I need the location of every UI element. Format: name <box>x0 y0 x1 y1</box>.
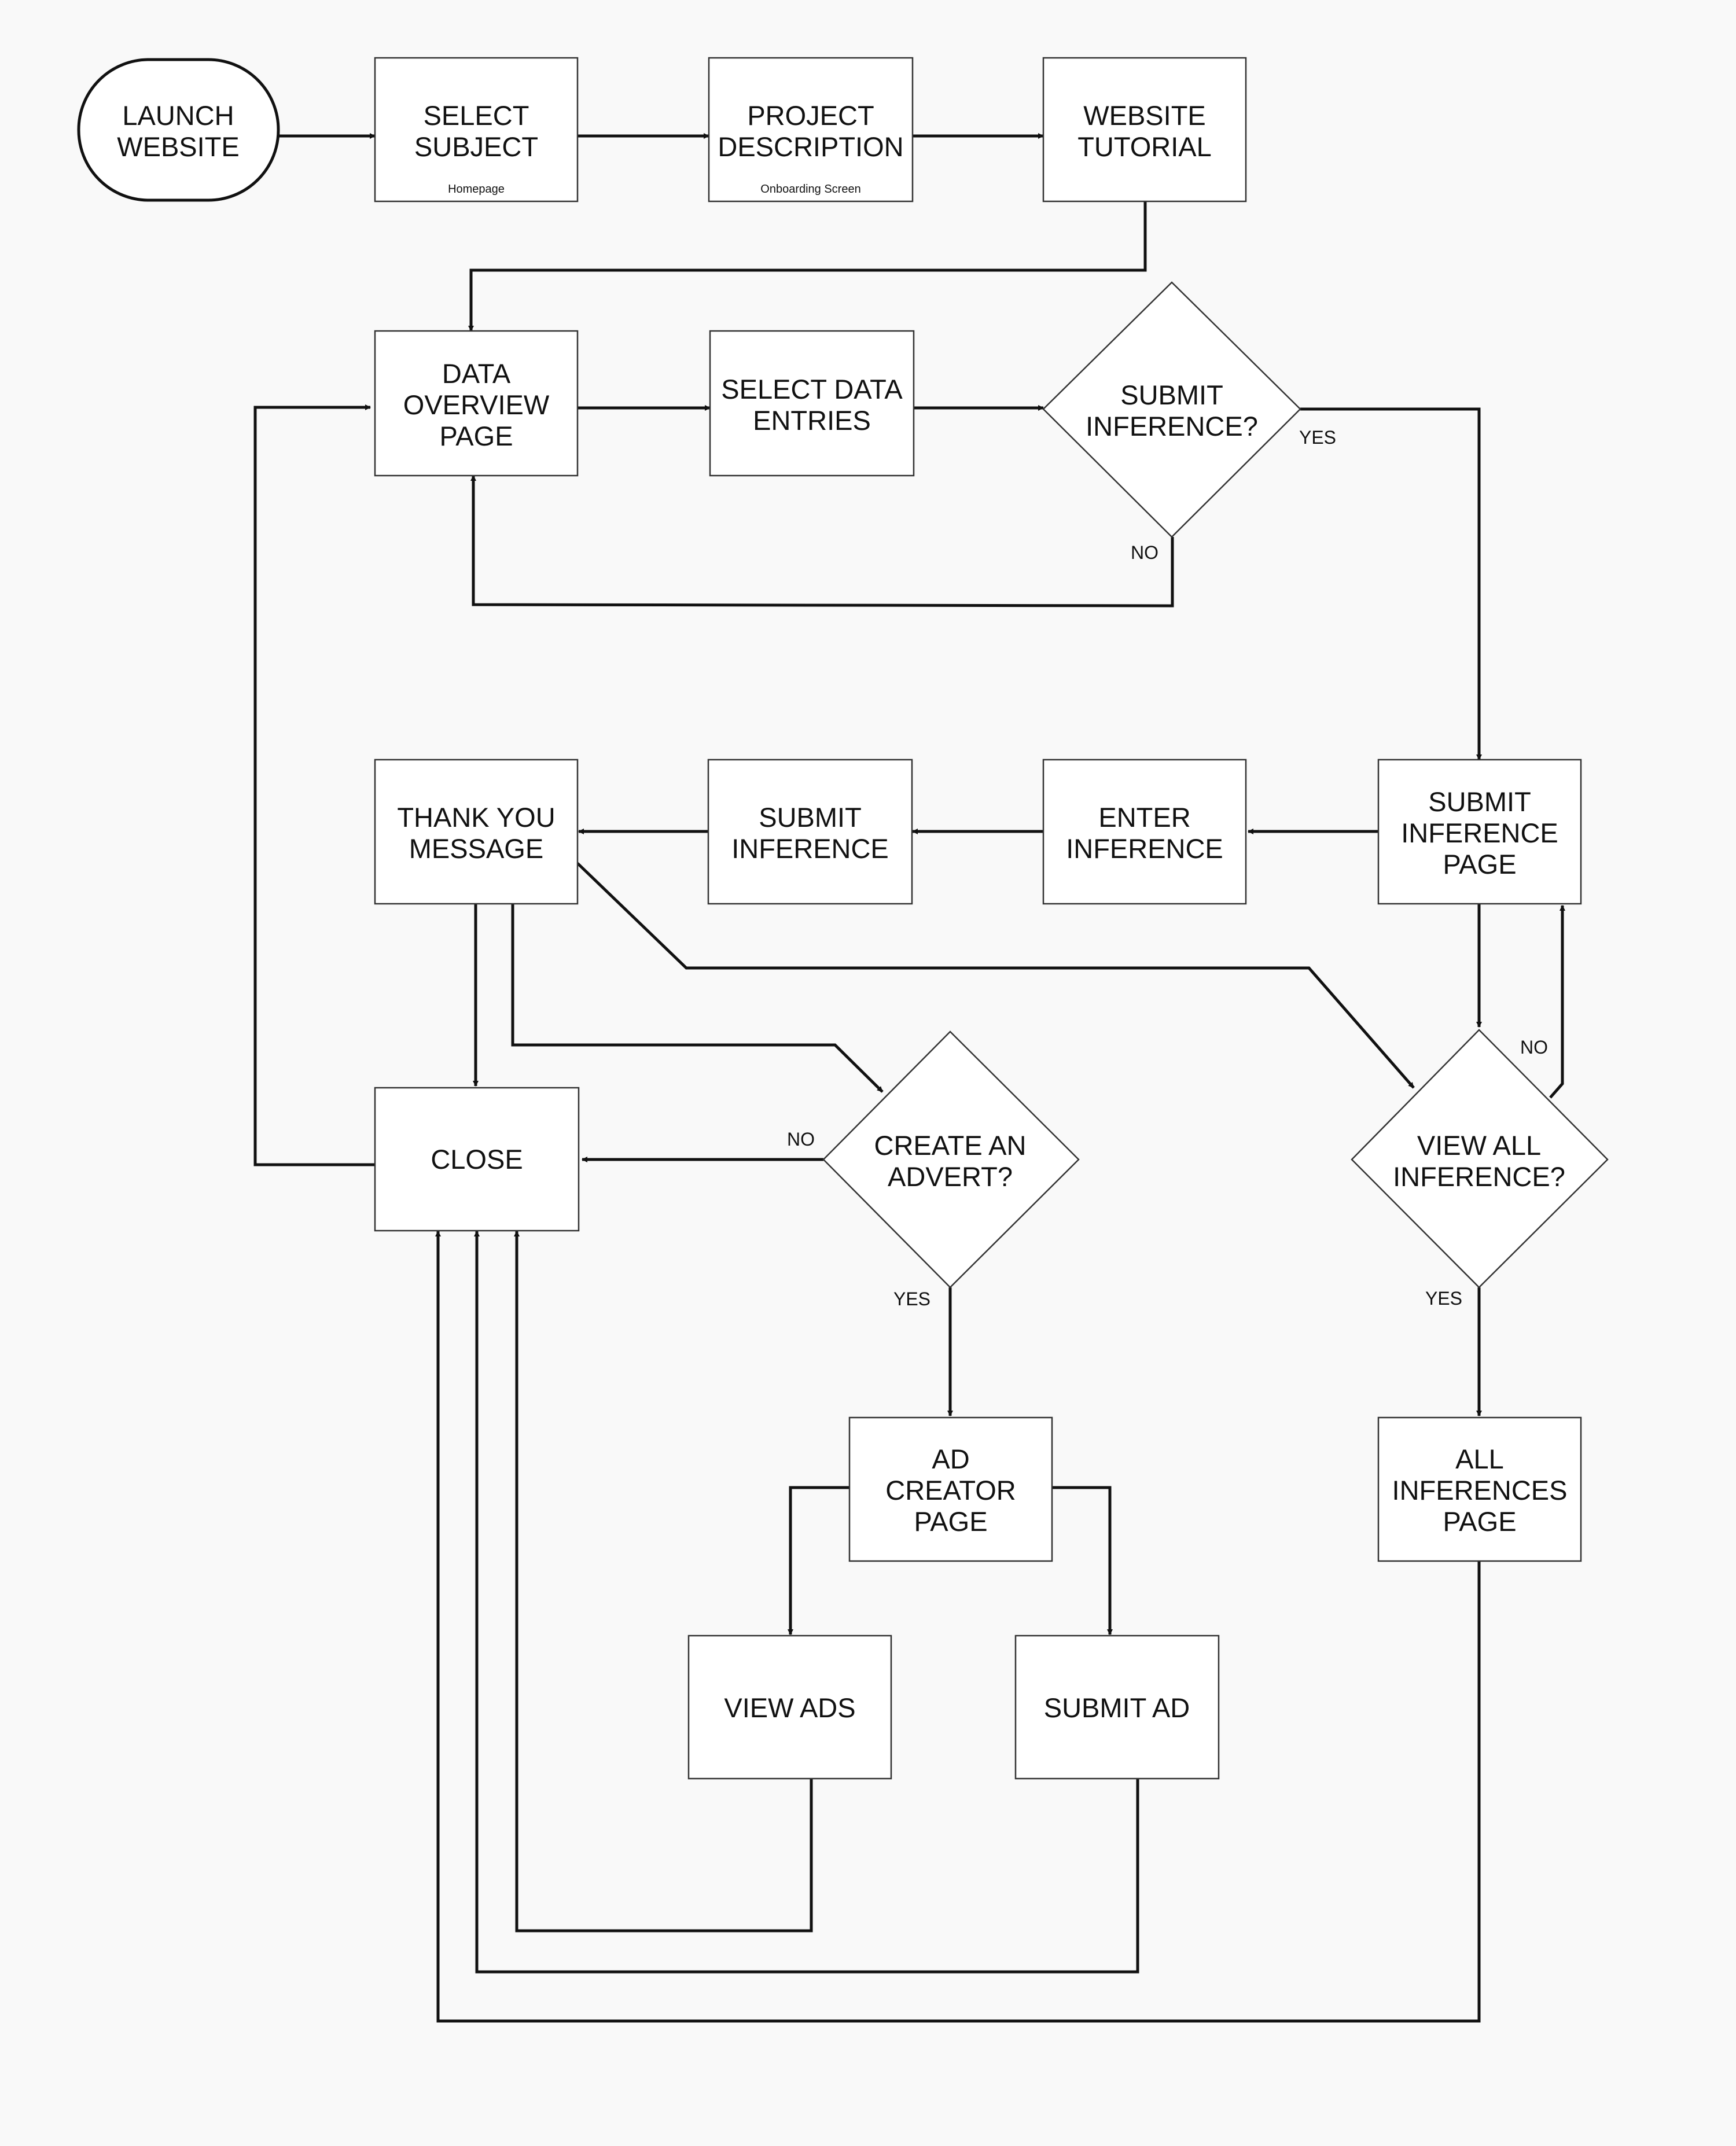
select-data-entries-box <box>709 330 915 477</box>
edge-ad-creator-to-submit-ad <box>1052 1486 1113 1635</box>
create-advert-no-label: NO <box>787 1129 815 1150</box>
view-all-inference-decision-diamond <box>1351 1029 1609 1289</box>
project-description-box <box>708 57 914 203</box>
select-subject-sublabel: Homepage <box>448 183 505 196</box>
view-all-no-label: NO <box>1520 1037 1548 1058</box>
submit-ad-box <box>1014 1635 1220 1780</box>
view-ads-label: VIEW ADS <box>724 1692 855 1723</box>
submit-decision-yes-label: YES <box>1299 427 1336 448</box>
connectors <box>253 133 1565 2023</box>
select-subject-box <box>374 57 579 203</box>
launch-website-terminator <box>77 58 280 202</box>
edge-submit-decision-no <box>470 475 1174 608</box>
data-overview-box <box>374 330 579 477</box>
submit-inference-page-box <box>1377 759 1582 905</box>
thank-you-message-box <box>374 759 579 905</box>
project-description-sublabel: Onboarding Screen <box>760 183 860 196</box>
submit-inference-box <box>707 759 913 905</box>
edge-close-to-data-overview <box>253 404 375 1166</box>
edge-all-inferences-to-close <box>435 1231 1481 2023</box>
view-all-yes-label: YES <box>1425 1288 1462 1309</box>
enter-inference-box <box>1042 759 1247 905</box>
submit-inference-decision-diamond <box>1042 281 1301 538</box>
create-advert-decision-diamond <box>822 1030 1080 1289</box>
close-label: CLOSE <box>431 1144 523 1175</box>
all-inferences-page-box <box>1377 1416 1582 1562</box>
shapes <box>77 57 1609 1780</box>
edge-view-ads-to-close <box>514 1231 813 1932</box>
edge-labels: YES NO NO YES NO YES <box>787 427 1548 1309</box>
view-ads-box <box>687 1635 892 1780</box>
submit-decision-no-label: NO <box>1131 542 1158 563</box>
submit-ad-label: SUBMIT AD <box>1044 1692 1190 1723</box>
edge-submit-ad-to-close <box>474 1231 1139 1974</box>
website-tutorial-box <box>1042 57 1247 203</box>
edge-tutorial-to-data-overview <box>468 201 1147 332</box>
ad-creator-page-box <box>848 1416 1053 1562</box>
edge-thank-you-to-view-all <box>576 862 1415 1089</box>
edge-view-all-no <box>1549 905 1565 1099</box>
edge-thank-you-to-create-advert <box>511 904 884 1093</box>
close-box <box>374 1087 580 1232</box>
create-advert-yes-label: YES <box>893 1289 930 1309</box>
edge-ad-creator-to-view-ads <box>788 1486 849 1635</box>
edge-submit-decision-yes <box>1300 407 1482 760</box>
